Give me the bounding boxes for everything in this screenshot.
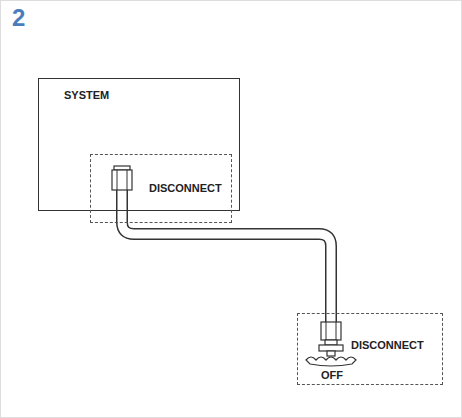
hose-outline bbox=[122, 222, 331, 313]
lower-fitting bbox=[306, 312, 356, 366]
disconnect-region: DISCONNECT bbox=[90, 154, 232, 223]
upper-fitting bbox=[112, 166, 132, 224]
valve-state-label: OFF bbox=[321, 368, 343, 382]
disconnect-label: DISCONNECT bbox=[351, 338, 424, 352]
disconnect-region: DISCONNECT OFF bbox=[297, 313, 443, 385]
system-label: SYSTEM bbox=[64, 88, 109, 102]
hose-fill bbox=[122, 222, 331, 313]
disconnect-label: DISCONNECT bbox=[149, 181, 222, 195]
step-number: 2 bbox=[12, 4, 25, 32]
hose-connector bbox=[122, 222, 331, 313]
